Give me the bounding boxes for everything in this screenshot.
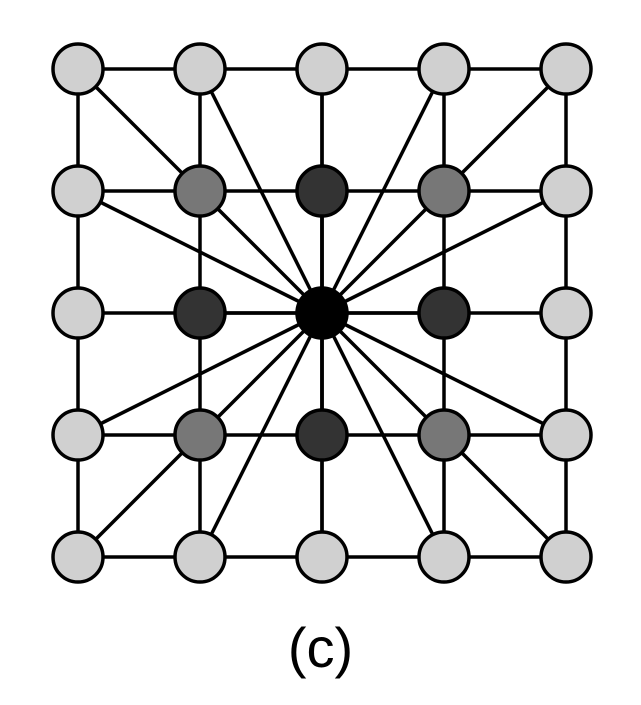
node-dark [417,286,471,340]
diagonal-edge [320,68,446,314]
figure-caption: (c) [287,616,354,679]
grid-graph-diagram [51,42,593,584]
node-light [539,164,593,218]
node-light [417,530,471,584]
node-light [539,408,593,462]
node-medium [173,164,227,218]
node-medium [173,408,227,462]
diagonal-edge [77,189,323,315]
node-light [539,286,593,340]
diagonal-edge [198,311,324,437]
node-light [51,530,105,584]
node-light [417,42,471,96]
node-light [51,408,105,462]
diagonal-edge [198,68,324,314]
node-dark [295,164,349,218]
diagonal-edge [442,433,568,559]
diagonal-edge [198,189,324,315]
graph-nodes [51,42,593,584]
diagonal-edge [321,189,567,315]
node-center [295,286,349,340]
diagonal-edge [442,67,568,193]
diagonal-edge [198,312,324,558]
diagonal-edge [76,67,202,193]
node-light [51,164,105,218]
diagonal-edge [77,311,323,437]
node-light [51,286,105,340]
node-light [295,42,349,96]
node-medium [417,164,471,218]
diagonal-edge [320,312,446,558]
node-medium [417,408,471,462]
diagonal-edge [320,311,446,437]
node-light [173,42,227,96]
node-dark [295,408,349,462]
diagonal-edge [321,311,567,437]
node-dark [173,286,227,340]
node-light [539,42,593,96]
diagonal-edge [320,189,446,315]
diagonal-edge [76,433,202,559]
node-light [295,530,349,584]
node-light [51,42,105,96]
node-light [173,530,227,584]
node-light [539,530,593,584]
